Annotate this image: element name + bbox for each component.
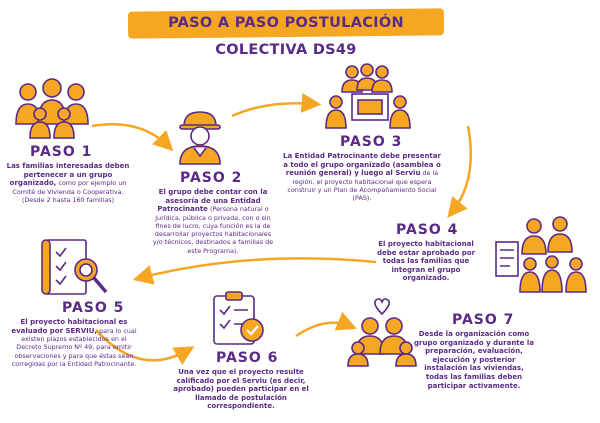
step-3-text: de la región, el proyecto habitacional q… — [287, 169, 439, 203]
arrow-6-7 — [295, 311, 357, 338]
engineer-icon — [179, 111, 221, 165]
step-5-bold: El proyecto habitacional es evaluado por… — [11, 318, 128, 335]
step-4-bold: El proyecto habitacional debe estar apro… — [376, 240, 476, 283]
step-2-text: (Persona natural o jurídica, pública o p… — [152, 205, 274, 255]
step-1-description: Las familias interesadas deben pertenece… — [6, 162, 130, 204]
arrow-5-6 — [95, 329, 195, 365]
step-1-text: como por ejemplo un Comité de Vivienda o… — [12, 179, 127, 204]
family-heart-icon — [347, 298, 417, 367]
arrow-3-4 — [447, 125, 473, 218]
arrow-2-3 — [231, 92, 322, 118]
family-group-icon — [15, 78, 89, 139]
step-7-title: PASO 7 — [452, 312, 515, 328]
step-4-description: El proyecto habitacional debe estar apro… — [374, 240, 478, 283]
step-5-description: El proyecto habitacional es evaluado por… — [8, 318, 140, 368]
step-3-title: PASO 3 — [340, 134, 403, 150]
step-6-description: Una vez que el proyecto resulte califica… — [172, 368, 310, 411]
step-6-title: PASO 6 — [216, 350, 279, 366]
step-3-description: La Entidad Patrocinante debe presentar a… — [282, 152, 442, 202]
approved-checklist-icon — [213, 291, 264, 345]
step-2-description: El grupo debe contar con la asesoría de … — [150, 188, 276, 255]
step-5-title: PASO 5 — [62, 300, 125, 316]
step-7-bold: Desde la organización como grupo organiz… — [414, 330, 534, 390]
page-title: PASO A PASO POSTULACIÓN COLECTIVA DS49 — [168, 15, 404, 58]
step-1-title: PASO 1 — [30, 144, 93, 160]
step-1-bold: Las familias interesadas deben pertenece… — [6, 162, 130, 188]
step-3-bold: La Entidad Patrocinante debe presentar a… — [283, 152, 441, 178]
families-approval-icon — [495, 216, 587, 293]
arrow-1-2 — [91, 122, 174, 152]
presentation-group-icon — [325, 63, 411, 129]
step-6-bold: Una vez que el proyecto resulte califica… — [173, 368, 309, 411]
step-5-text: para lo cual existen plazos establecidos… — [11, 326, 137, 368]
step-2-title: PASO 2 — [180, 170, 243, 186]
blueprint-magnifier-icon — [41, 239, 108, 295]
step-7-description: Desde la organización como grupo organiz… — [414, 330, 534, 390]
step-4-title: PASO 4 — [396, 222, 459, 238]
step-2-bold: El grupo debe contar con la asesoría de … — [157, 188, 268, 214]
arrow-4-5 — [132, 257, 377, 285]
